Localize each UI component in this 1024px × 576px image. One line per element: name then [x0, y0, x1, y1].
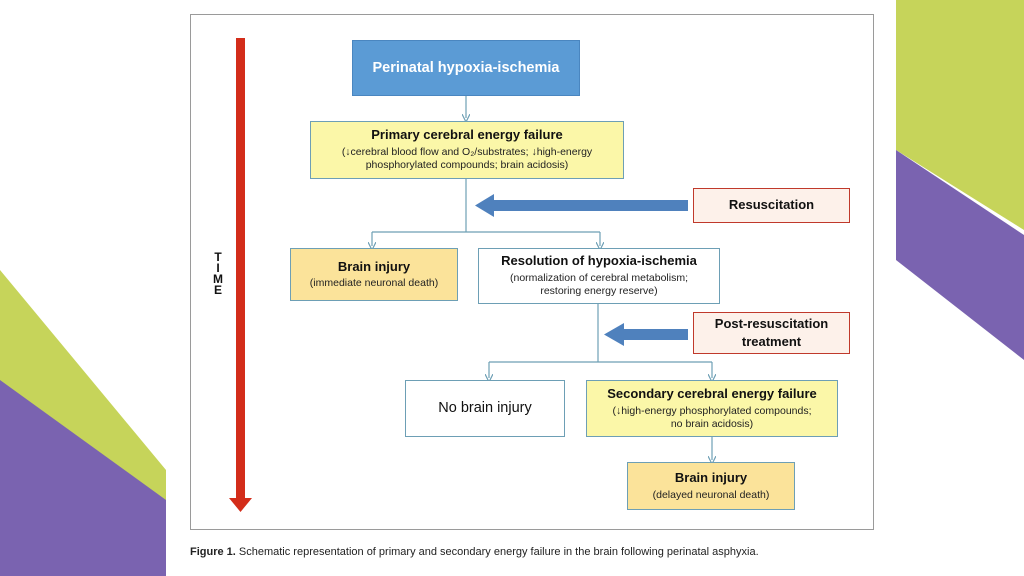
no-brain-injury-label: No brain injury	[438, 400, 532, 417]
caption-text: Schematic representation of primary and …	[235, 546, 759, 558]
box-post-resuscitation: Post-resuscitation treatment	[693, 312, 850, 354]
box-brain-injury-immediate: Brain injury (immediate neuronal death)	[290, 248, 458, 301]
box-brain-injury-delayed: Brain injury (delayed neuronal death)	[627, 462, 795, 510]
resuscitation-arrow	[475, 194, 688, 217]
time-letter: E	[213, 283, 222, 297]
box-perinatal-label: Perinatal hypoxia-ischemia	[372, 59, 560, 76]
time-letter: I	[216, 261, 220, 275]
secondary-failure-title: Secondary cerebral energy failure	[607, 385, 817, 401]
time-axis-label: T I M E	[211, 250, 225, 297]
resolution-line2: restoring energy reserve)	[540, 285, 658, 298]
secondary-failure-line2: no brain acidosis)	[670, 417, 754, 430]
post-resuscitation-arrow	[604, 323, 688, 346]
brain-injury-delayed-title: Brain injury	[674, 470, 748, 485]
brain-injury-delayed-detail: (delayed neuronal death)	[652, 488, 770, 501]
primary-failure-title: Primary cerebral energy failure	[371, 127, 563, 143]
resolution-line1: (normalization of cerebral metabolism;	[510, 272, 688, 285]
primary-failure-line2: phosphorylated compounds; brain acidosis…	[365, 159, 569, 172]
post-resuscitation-line1: Post-resuscitation	[714, 315, 829, 331]
box-resolution-hypoxia-ischemia: Resolution of hypoxia-ischemia (normaliz…	[478, 248, 720, 304]
box-no-brain-injury: No brain injury	[405, 380, 565, 437]
figure-caption: Figure 1. Schematic representation of pr…	[190, 546, 890, 558]
primary-failure-line1: (↓cerebral blood flow and O₂/substrates;…	[341, 146, 593, 159]
bg-purple-shape-right	[896, 150, 1024, 360]
secondary-failure-line1: (↓high-energy phosphorylated compounds;	[612, 404, 812, 417]
resolution-title: Resolution of hypoxia-ischemia	[501, 253, 697, 269]
box-primary-energy-failure: Primary cerebral energy failure (↓cerebr…	[310, 121, 624, 179]
time-letter: M	[213, 272, 223, 286]
box-perinatal-hypoxia-ischemia: Perinatal hypoxia-ischemia	[352, 40, 580, 96]
box-secondary-energy-failure: Secondary cerebral energy failure (↓high…	[586, 380, 838, 437]
box-resuscitation: Resuscitation	[693, 188, 850, 223]
caption-label: Figure 1.	[190, 546, 236, 558]
time-arrow	[229, 38, 252, 512]
bg-lime-shape-right	[896, 0, 1024, 230]
brain-injury-immediate-title: Brain injury	[337, 258, 411, 274]
time-letter: T	[214, 250, 222, 264]
brain-injury-immediate-detail: (immediate neuronal death)	[309, 277, 439, 290]
bg-purple-shape-left	[0, 380, 166, 576]
resuscitation-label: Resuscitation	[728, 197, 815, 213]
post-resuscitation-line2: treatment	[741, 333, 802, 349]
